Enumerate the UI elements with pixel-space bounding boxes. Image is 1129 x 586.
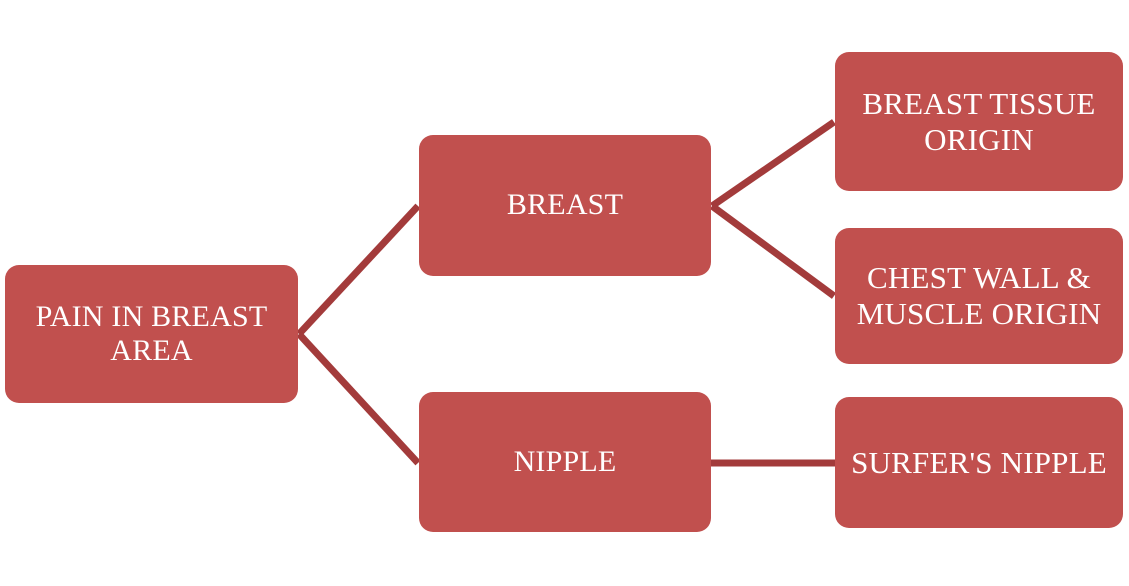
node-breast-tissue-origin[interactable]: BREAST TISSUE ORIGIN [835, 52, 1123, 191]
node-chest-wall-muscle-origin[interactable]: CHEST WALL & MUSCLE ORIGIN [835, 228, 1123, 364]
edge-breast-to-chestwall [709, 203, 837, 299]
node-label: SURFER'S NIPPLE [851, 444, 1107, 480]
node-surfers-nipple[interactable]: SURFER'S NIPPLE [835, 397, 1123, 528]
node-label: BREAST TISSUE ORIGIN [862, 85, 1096, 157]
node-label: PAIN IN BREAST AREA [35, 299, 268, 368]
node-breast[interactable]: BREAST [419, 135, 711, 276]
node-label: BREAST [506, 188, 624, 222]
edge-root-to-breast [296, 203, 421, 337]
edge-root-to-nipple [296, 331, 421, 466]
node-label: NIPPLE [513, 444, 617, 478]
edge-breast-to-tissue [710, 119, 836, 209]
node-nipple[interactable]: NIPPLE [419, 392, 711, 532]
node-label: CHEST WALL & MUSCLE ORIGIN [856, 260, 1102, 331]
node-pain-in-breast-area[interactable]: PAIN IN BREAST AREA [5, 265, 298, 403]
